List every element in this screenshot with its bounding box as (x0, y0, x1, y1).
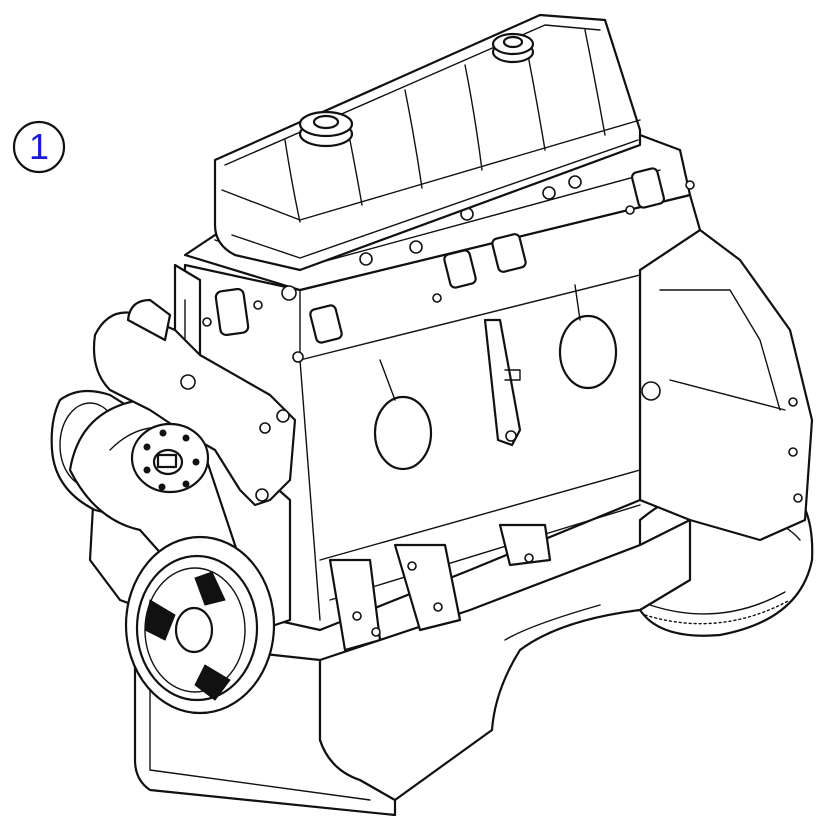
water-pump (92, 298, 297, 507)
cylinder-block (178, 193, 702, 652)
breather-cap (491, 32, 535, 64)
callout-circle-icon (12, 120, 66, 174)
crank-pulley (124, 535, 276, 715)
callout-number: 1 (28, 126, 50, 167)
bell-housing (638, 228, 814, 542)
part-callout-1: 1 (11, 119, 67, 175)
oil-filler-cap (298, 110, 354, 148)
valve-cover (213, 13, 642, 272)
fan-hub (130, 422, 210, 494)
